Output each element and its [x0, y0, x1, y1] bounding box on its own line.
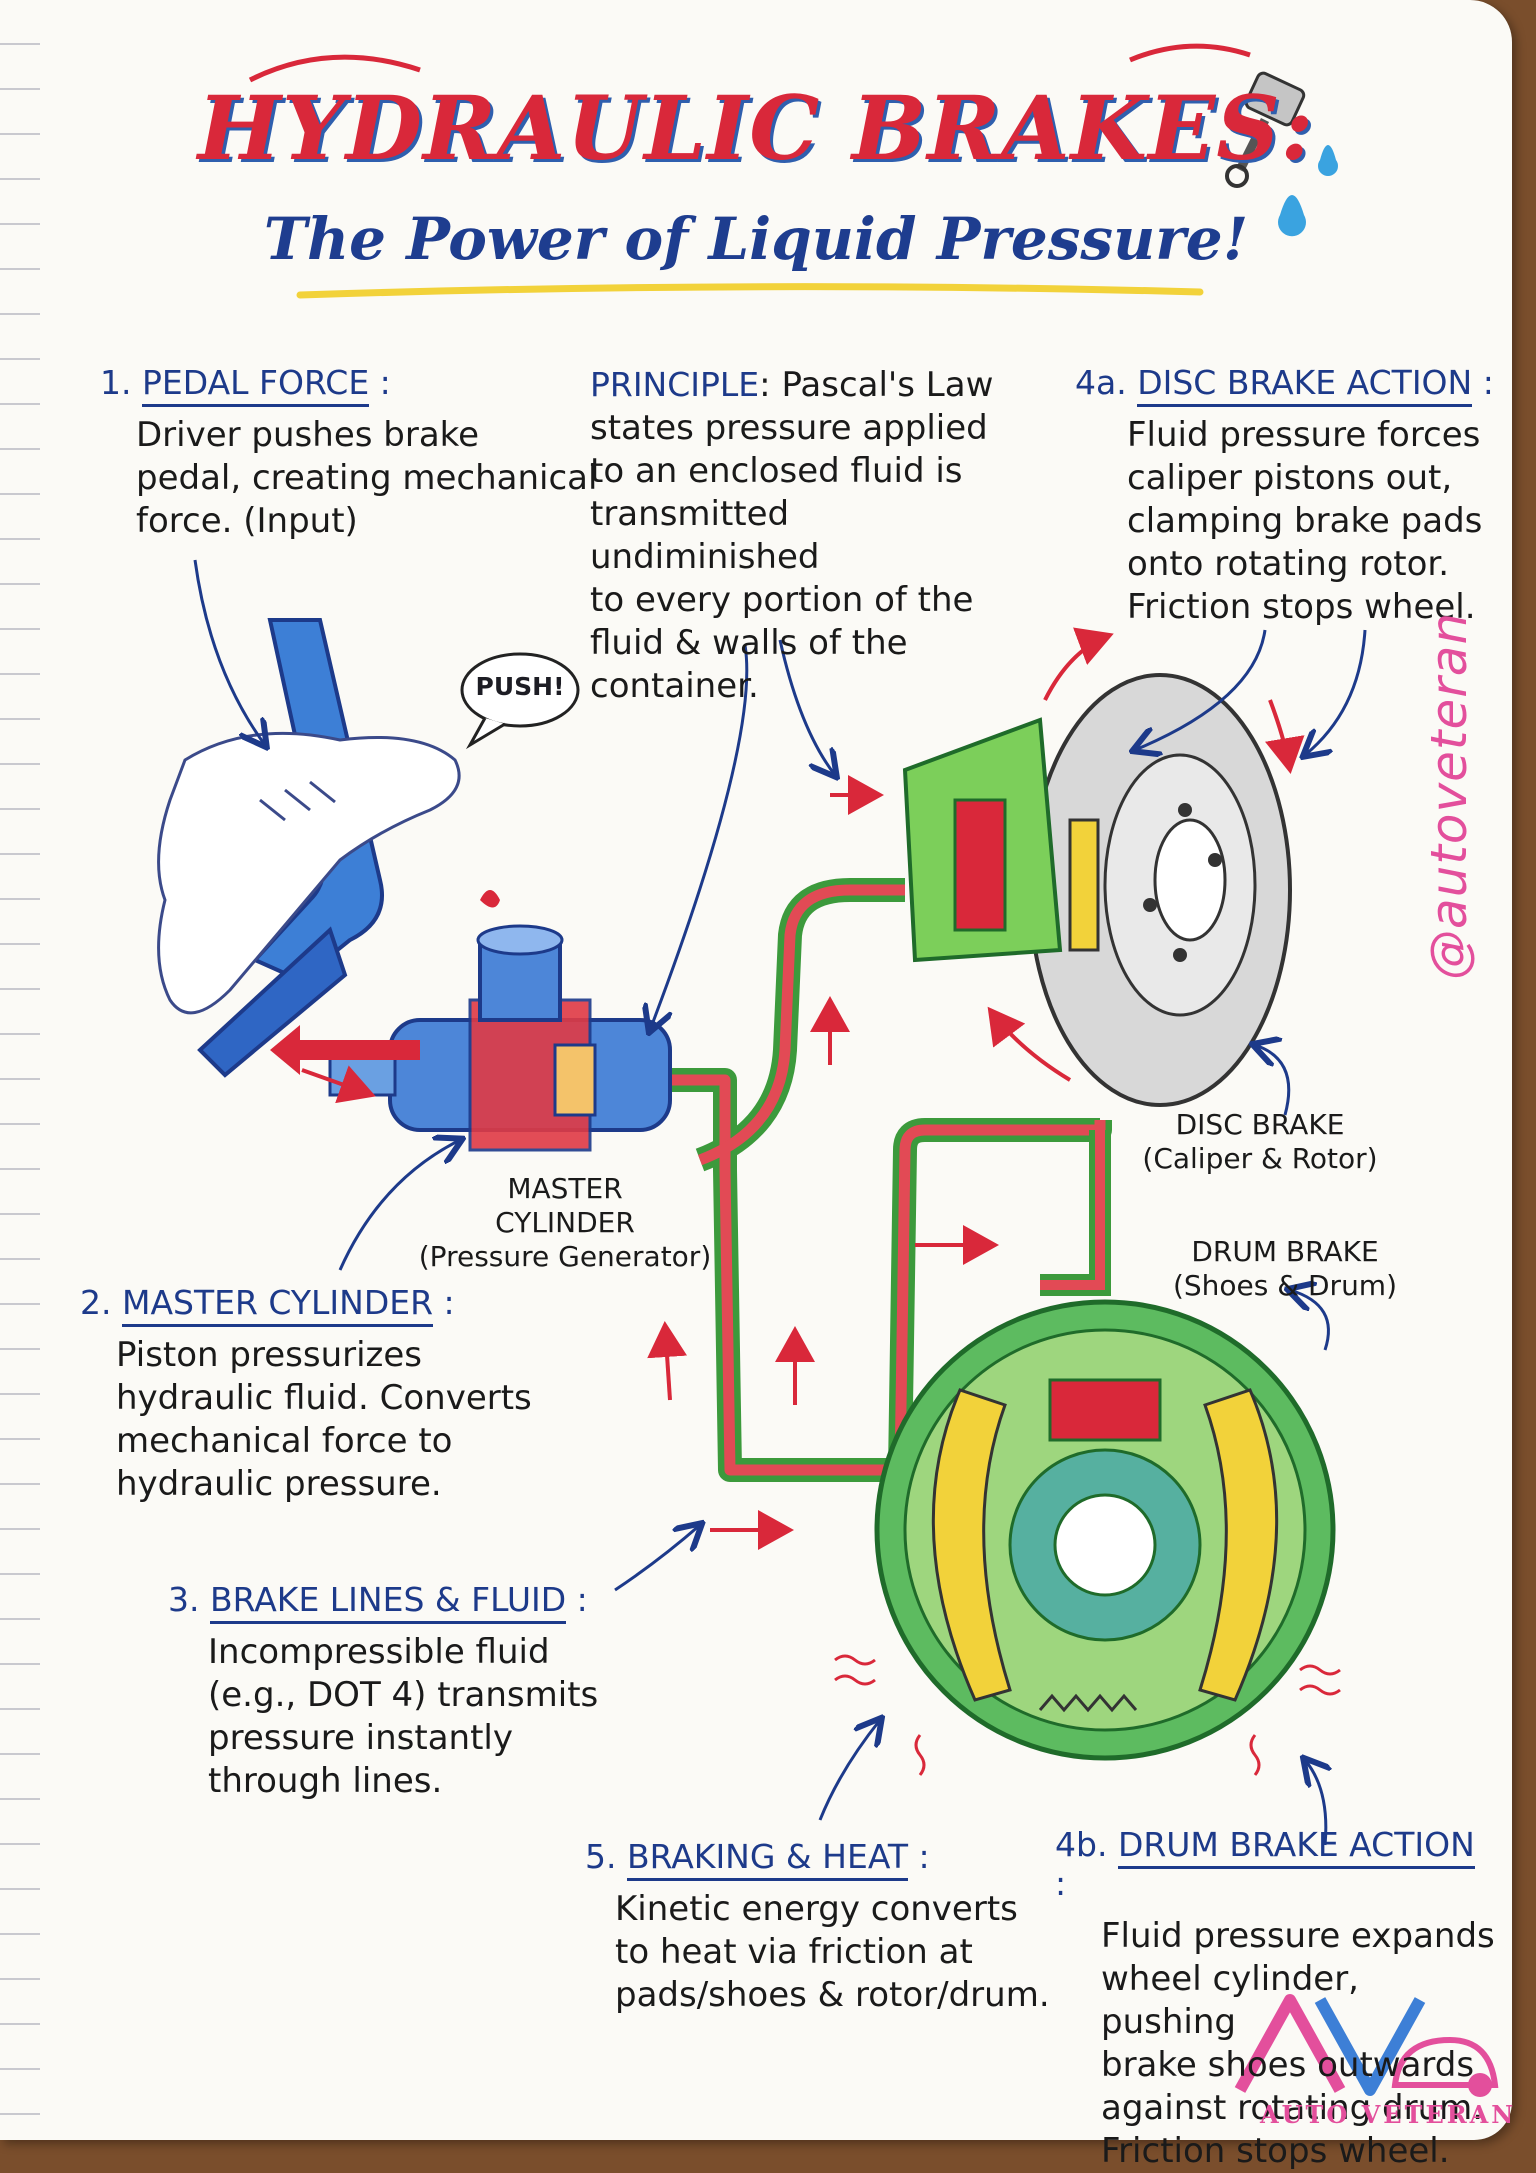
section-heading: 1. PEDAL FORCE :	[100, 363, 597, 407]
section-heading: 4a. DISC BRAKE ACTION :	[1075, 363, 1495, 407]
section-number: 5.	[585, 1837, 617, 1876]
section-drum-brake-action: 4b. DRUM BRAKE ACTION : Fluid pressure e…	[1055, 1825, 1495, 2173]
title-line-1: HYDRAULIC BRAKES:	[197, 76, 1315, 180]
section-title: MASTER CYLINDER	[122, 1283, 434, 1327]
brake-line	[640, 878, 1112, 1482]
section-master-cylinder: 2. MASTER CYLINDER : Piston pressurizes …	[80, 1283, 532, 1506]
disc-brake-drawing	[902, 673, 1292, 1107]
section-heading: 4b. DRUM BRAKE ACTION :	[1055, 1825, 1475, 1903]
section-body: Incompressible fluid (e.g., DOT 4) trans…	[208, 1632, 599, 1801]
section-disc-brake-action: 4a. DISC BRAKE ACTION : Fluid pressure f…	[1075, 363, 1495, 629]
section-body: Driver pushes brake pedal, creating mech…	[136, 415, 598, 541]
pointer-arrows	[193, 559, 1367, 1846]
section-title: DRUM BRAKE ACTION	[1117, 1825, 1475, 1869]
logo-text: AUTO VETERAN	[1260, 2100, 1517, 2129]
pressure-arrows	[301, 627, 1305, 1550]
section-brake-lines: 3. BRAKE LINES & FLUID : Incompressible …	[168, 1580, 598, 1803]
piston-icon	[1225, 71, 1306, 188]
drum-brake-drawing	[834, 1299, 1341, 1776]
shoe-outline	[157, 731, 461, 1015]
section-braking-heat: 5. BRAKING & HEAT : Kinetic energy conve…	[585, 1837, 1050, 2017]
section-title: PEDAL FORCE	[142, 363, 370, 407]
paper-sheet	[0, 0, 1512, 2140]
master-cylinder-drawing	[270, 890, 672, 1152]
section-body: Fluid pressure forces caliper pistons ou…	[1127, 415, 1483, 627]
watermark-handle: @autoveteran	[1420, 611, 1478, 980]
section-number: 2.	[80, 1283, 112, 1322]
disc-brake-caption: DISC BRAKE (Caliper & Rotor)	[1142, 1108, 1378, 1175]
section-number: 4b.	[1055, 1825, 1108, 1864]
section-heading: 5. BRAKING & HEAT :	[585, 1837, 1050, 1881]
section-principle: PRINCIPLE: Pascal's Law states pressure …	[590, 363, 1020, 708]
section-body: Piston pressurizes hydraulic fluid. Conv…	[116, 1335, 532, 1504]
section-heading: 3. BRAKE LINES & FLUID :	[168, 1580, 598, 1624]
section-title: BRAKING & HEAT	[627, 1837, 908, 1881]
section-body: Kinetic energy converts to heat via fric…	[615, 1889, 1050, 2015]
section-pedal-force: 1. PEDAL FORCE : Driver pushes brake ped…	[100, 363, 597, 543]
title-line-2: The Power of Liquid Pressure!	[263, 205, 1249, 273]
ruled-margin	[0, 0, 40, 2140]
section-body: PRINCIPLE: Pascal's Law states pressure …	[590, 365, 994, 706]
section-title: BRAKE LINES & FLUID	[210, 1580, 567, 1624]
section-title: DISC BRAKE ACTION	[1137, 363, 1473, 407]
section-heading: 2. MASTER CYLINDER :	[80, 1283, 532, 1327]
section-number: 3.	[168, 1580, 200, 1619]
title-splashes	[248, 43, 1338, 299]
section-body: Fluid pressure expands wheel cylinder, p…	[1101, 1916, 1495, 2171]
section-number: 1.	[100, 363, 132, 402]
drum-brake-caption: DRUM BRAKE (Shoes & Drum)	[1172, 1235, 1398, 1302]
push-bubble	[460, 652, 580, 750]
section-title: PRINCIPLE	[590, 365, 760, 404]
master-cylinder-caption: MASTER CYLINDER (Pressure Generator)	[418, 1172, 712, 1273]
section-number: 4a.	[1075, 363, 1127, 402]
push-bubble-text: PUSH!	[475, 672, 565, 701]
auto-veteran-logo	[1234, 1994, 1499, 2097]
